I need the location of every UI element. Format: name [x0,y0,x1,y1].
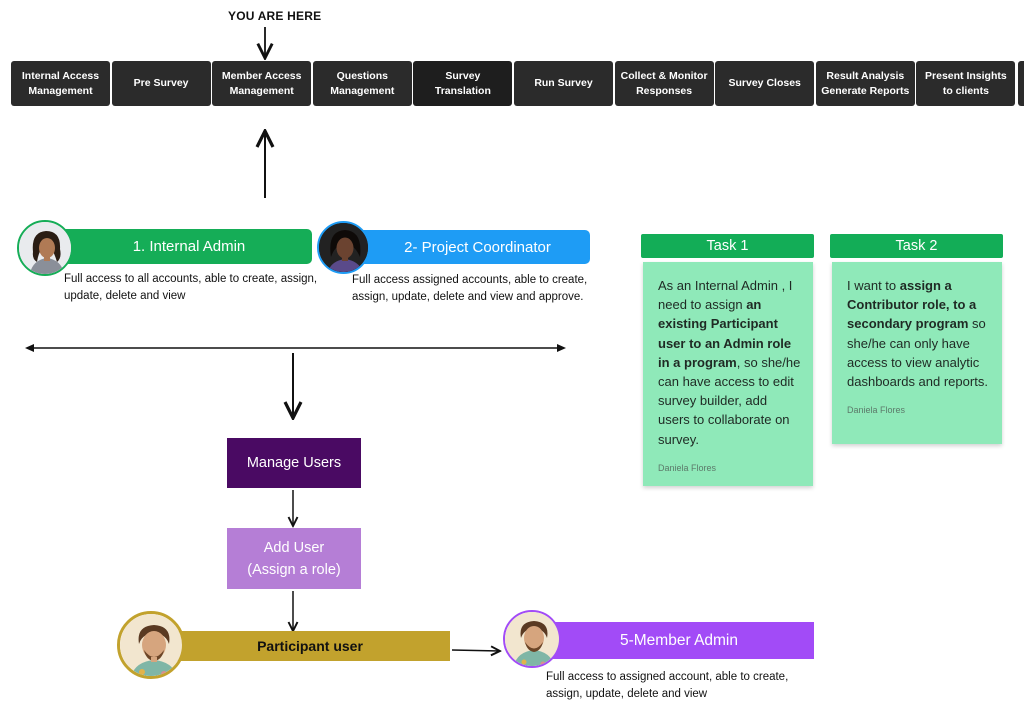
stage-2: Member Access Management [212,61,312,106]
divider-right-triangle [557,344,566,352]
task1-note: As an Internal Admin , I need to assign … [643,262,813,486]
task2-text: I want to assign a Contributor role, to … [847,276,990,391]
stage-3: Questions Management [312,61,412,106]
stage-8: Result Analysis Generate Reports [815,61,915,106]
task1-text-part: As an Internal Admin , I need to assign [658,278,793,313]
stage-4: Survey Translation [413,61,513,106]
task1-text-part: , so she/he can have access to edit surv… [658,354,801,447]
manage-users-box: Manage Users [227,438,361,488]
task2-text-part: so she/he can only have access to view a… [847,316,988,390]
project-coordinator-bar: 2- Project Coordinator [355,230,590,264]
internal-admin-bar: 1. Internal Admin [58,229,312,264]
task1-header: Task 1 [641,234,814,258]
project-coordinator-desc: Full access assigned accounts, able to c… [352,274,588,303]
task2-text-part: assign a Contributor role, to a secondar… [847,278,977,332]
task2-note: I want to assign a Contributor role, to … [832,262,1002,444]
internal-admin-desc: Full access to all accounts, able to cre… [64,273,318,302]
avatar-member-admin [503,610,561,668]
stage-9: Present Insights to clients [916,61,1016,106]
task2-author: Daniela Flores [847,405,906,416]
stage-7: Survey Closes [715,61,815,106]
divider-left-triangle [25,344,34,352]
assign-role-label: (Assign a role) [247,561,341,578]
stage-5: Run Survey [514,61,613,106]
add-user-label: Add User [263,539,325,556]
stage-0: Internal Access Management [11,61,110,106]
stage-strip-overflow [1018,61,1024,106]
task1-author: Daniela Flores [658,462,717,473]
avatar-participant [117,611,185,679]
task1-text: As an Internal Admin , I need to assign … [658,276,801,449]
member-admin-desc: Full access to assigned account, able to… [546,671,789,700]
task1-text-part: an existing Participant user to an Admin… [658,297,792,370]
stage-6: Collect & Monitor Responses [614,61,714,106]
task2-header: Task 2 [830,234,1003,258]
task2-text-part: I want to [847,278,900,293]
you-are-here-label: YOU ARE HERE [228,9,322,23]
avatar-project-coordinator [317,221,370,274]
add-user-box: Add User (Assign a role) [227,528,361,589]
avatar-internal-admin [17,220,73,276]
arrow-participant-to-member [451,650,500,651]
stage-1: Pre Survey [111,61,211,106]
participant-user-bar: Participant user [170,631,450,661]
member-admin-bar: 5-Member Admin [530,622,814,659]
